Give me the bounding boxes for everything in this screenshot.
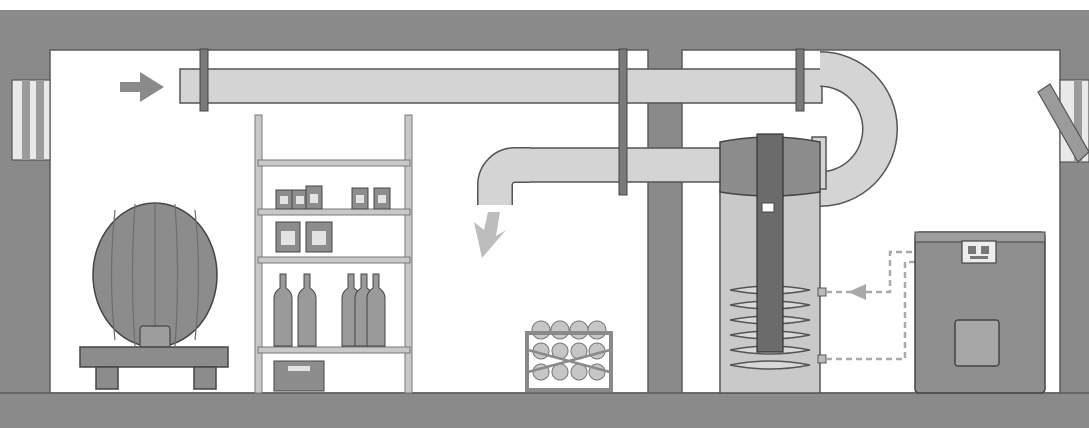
- heat-pump-water-heater: [720, 134, 826, 393]
- floor-slab: [0, 393, 1089, 428]
- left-window: [12, 80, 50, 160]
- control-panel-icon: [962, 241, 996, 263]
